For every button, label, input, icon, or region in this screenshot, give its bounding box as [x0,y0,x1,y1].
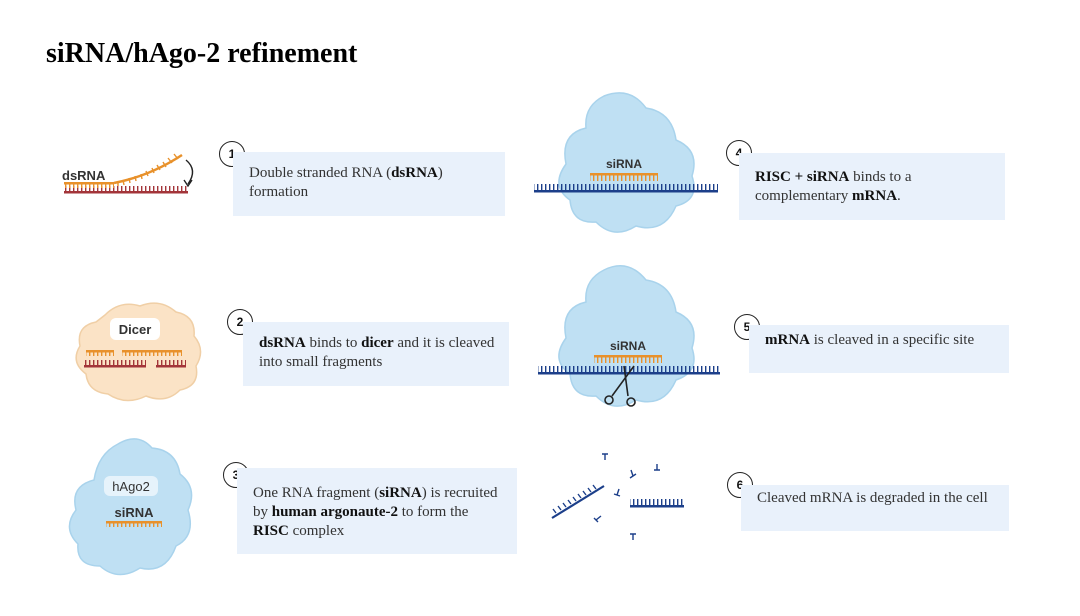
dicer-label: Dicer [119,322,152,337]
description-text: complex [288,523,345,539]
dsrna-strand-illustration: dsRNA [62,153,194,194]
bold-term: RISC + siRNA [755,169,850,185]
step-description-2: dsRNA binds to dicer and it is cleaved i… [243,322,509,386]
curved-arrow-icon [185,159,194,185]
bold-term: mRNA [852,188,898,204]
step-description-4: RISC + siRNA binds to a complementary mR… [739,153,1005,220]
description-text: . [897,188,901,204]
description-text: ) is recruited by [253,485,498,520]
hago2-label: hAgo2 [112,479,150,494]
bold-term: RISC [253,523,289,539]
step-description-6: Cleaved mRNA is degraded in the cell [741,485,1009,531]
description-text: ) formation [249,165,443,200]
description-text: One RNA fragment ( [253,485,380,501]
bold-term: dicer [361,335,394,351]
dicer-illustration: Dicer [75,302,202,402]
bold-term: dsRNA [259,335,306,351]
sirna-label: siRNA [114,505,154,520]
step-description-3: One RNA fragment (siRNA) is recruited by… [237,468,517,554]
degraded-mrna-illustration [551,453,684,540]
description-text: and it is cleaved into small fragments [259,335,495,370]
description-text: Cleaved mRNA is degraded in the cell [757,490,988,506]
description-text: binds to a complementary [755,169,912,204]
description-text: to form the [398,504,469,520]
bold-term: dsRNA [391,165,438,181]
bold-term: human argonaute-2 [271,504,399,520]
step-description-1: Double stranded RNA (dsRNA) formation [233,152,505,216]
bold-term: mRNA [765,332,810,348]
step-description-5: mRNA is cleaved in a specific site [749,325,1009,373]
bold-term: siRNA [379,485,422,501]
scissors-icon [604,365,636,407]
description-text: is cleaved in a specific site [810,332,975,348]
description-text: Double stranded RNA ( [249,165,392,181]
description-text: binds to [305,335,362,351]
hago2-illustration: hAgo2 siRNA [68,438,193,576]
page-title: siRNA/hAgo-2 refinement [46,38,358,69]
sirna-label: siRNA [606,157,642,171]
mrna-cleavage-illustration: siRNA [538,265,720,407]
sirna-label: siRNA [610,339,646,353]
dsrna-label: dsRNA [62,168,106,183]
risc-mrna-binding-illustration: siRNA [534,92,718,233]
